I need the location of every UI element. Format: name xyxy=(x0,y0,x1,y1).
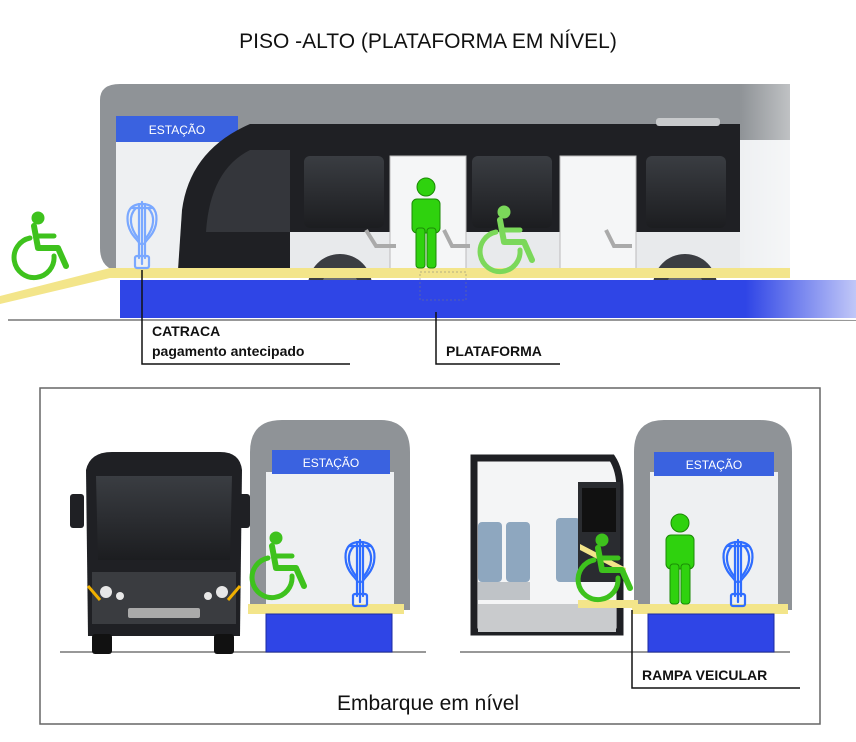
access-ramp xyxy=(0,268,110,304)
bus-seat xyxy=(506,522,530,582)
caption: Embarque em nível xyxy=(337,692,519,715)
station-label-side: ESTAÇÃO xyxy=(686,458,742,472)
vehicle-ramp-bridge xyxy=(578,600,638,608)
ramp-callout-line xyxy=(631,610,800,689)
platform-label: PLATAFORMA xyxy=(446,343,542,359)
bus-front-view: ESTAÇÃO xyxy=(70,420,410,654)
turnstile-callout-line xyxy=(141,270,350,365)
bus-mirror xyxy=(236,494,250,528)
turnstile-sublabel: pagamento antecipado xyxy=(152,343,304,359)
boarding-ledge xyxy=(110,268,790,278)
bus-mirror xyxy=(70,494,84,528)
bus-window xyxy=(646,156,726,228)
bus-side xyxy=(178,118,740,318)
vehicle-ramp-label: RAMPA VEICULAR xyxy=(642,667,767,683)
bus-seat xyxy=(478,522,502,582)
station-label-top: ESTAÇÃO xyxy=(149,123,205,137)
station-label-front: ESTAÇÃO xyxy=(303,456,359,470)
bus-headlight xyxy=(100,586,112,598)
platform-top xyxy=(120,280,856,318)
bus-headlight xyxy=(216,586,228,598)
bus-window xyxy=(304,156,384,228)
bus-window xyxy=(472,156,552,228)
platform-front xyxy=(265,613,393,653)
top-side-view: ESTAÇÃO xyxy=(0,80,856,365)
bus-section-view: ESTAÇÃO RAMPA VEICULAR xyxy=(470,420,800,689)
boarding-ledge-side xyxy=(632,604,788,614)
bus-seat xyxy=(556,518,580,582)
boarding-ledge-front xyxy=(248,604,404,614)
station-header-top xyxy=(116,116,238,142)
station-header-side xyxy=(654,452,774,476)
platform-callout-line xyxy=(435,312,560,365)
turnstile-label: CATRACA xyxy=(152,323,220,339)
diagram-title: PISO -ALTO (PLATAFORMA EM NÍVEL) xyxy=(239,30,617,53)
station-header-front xyxy=(272,450,390,474)
bus-wheel xyxy=(92,634,112,654)
bus-front-windshield xyxy=(96,476,232,560)
bus-door xyxy=(559,155,637,271)
wheelchair-user-icon xyxy=(14,212,66,278)
platform-side xyxy=(647,613,775,653)
bus-wheel xyxy=(214,634,234,654)
bus-windshield xyxy=(206,150,290,232)
